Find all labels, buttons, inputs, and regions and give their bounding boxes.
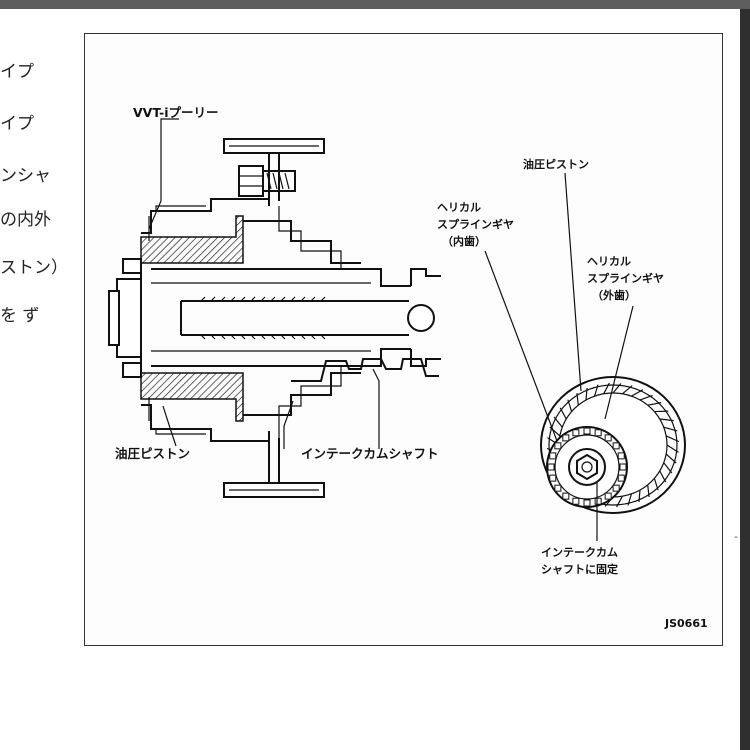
outer-gear-tooth	[593, 384, 599, 397]
outer-gear-tooth	[576, 393, 579, 406]
inner-gear-tooth	[604, 492, 612, 500]
label-helical-outer-2: スプラインギヤ	[587, 271, 664, 285]
outer-gear-tooth	[639, 394, 653, 401]
inner-gear-tooth	[554, 484, 562, 492]
outer-gear-tooth	[647, 402, 662, 406]
left-text-line: イプ	[0, 62, 34, 82]
inner-gear-tooth	[572, 497, 580, 505]
inner-gear-tooth	[549, 452, 557, 460]
label-vvt-pulley: VVT-iプーリー	[133, 105, 219, 120]
label-helical-outer-1: ヘリカル	[587, 255, 631, 268]
outer-gear-tooth	[567, 399, 573, 412]
outer-gear-tooth	[638, 489, 641, 503]
outer-gear-tooth	[653, 478, 659, 491]
outer-gear-tooth	[666, 444, 679, 453]
cross-section-drawing	[108, 118, 441, 498]
left-text-line: イプ	[0, 114, 34, 134]
inner-gear-tooth	[583, 499, 591, 507]
outer-gear-tooth	[559, 407, 567, 420]
outer-gear-tooth	[665, 435, 680, 443]
label-fixed-1: インテークカム	[541, 546, 618, 559]
left-text-line: ンシャ	[0, 166, 51, 186]
outer-gear-tooth	[659, 470, 667, 483]
right-edge-bar	[740, 9, 750, 750]
inner-gear-tooth	[554, 442, 562, 450]
inner-gear-tooth	[594, 429, 602, 437]
outer-gear-tooth	[659, 418, 674, 422]
inner-gear-tooth	[572, 429, 580, 437]
outer-gear-tooth	[663, 462, 673, 474]
inner-gear-tooth	[617, 452, 625, 460]
gear-drawing	[484, 172, 686, 541]
inner-gear-tooth	[612, 484, 620, 492]
left-text-line: を ず	[0, 306, 40, 326]
outer-gear-tooth	[616, 495, 623, 508]
outer-gear-tooth	[553, 416, 563, 428]
inner-gear-tooth	[547, 463, 555, 471]
inner-gear-tooth	[604, 434, 612, 442]
outer-gear-tooth	[549, 426, 561, 437]
left-text-line: ストン）	[0, 258, 68, 278]
outer-gear-tooth	[647, 484, 650, 497]
left-text-line: の内外	[0, 210, 51, 230]
inner-gear-tooth	[594, 497, 602, 505]
outer-gear-tooth	[663, 426, 678, 432]
label-helical-outer-3: （外歯）	[592, 288, 636, 302]
outer-gear-tooth	[603, 382, 610, 395]
outer-gear-tooth	[585, 387, 588, 401]
inner-gear-tooth	[562, 492, 570, 500]
label-oil-piston-left: 油圧ピストン	[115, 446, 190, 461]
top-bar	[0, 0, 750, 9]
right-edge-mark: ‐	[734, 530, 738, 543]
label-helical-inner-1: ヘリカル	[437, 201, 481, 214]
inner-gear-tooth	[562, 434, 570, 442]
inner-gear-tooth	[617, 474, 625, 482]
outer-gear-tooth	[621, 385, 633, 395]
figure-code: JS0661	[664, 617, 708, 630]
vvt-diagram: VVT-iプーリー 油圧ピストン インテークカムシャフト 油圧ピストン ヘリカル…	[108, 105, 708, 630]
inner-gear-tooth	[549, 474, 557, 482]
figure-frame: VVT-iプーリー 油圧ピストン インテークカムシャフト 油圧ピストン ヘリカル…	[84, 33, 723, 646]
label-intake-camshaft: インテークカムシャフト	[301, 446, 439, 461]
outer-gear-tooth	[612, 383, 622, 394]
label-fixed-2: シャフトに固定	[541, 562, 618, 576]
inner-gear-tooth	[583, 427, 591, 435]
outer-gear-tooth	[631, 389, 644, 397]
outer-gear-tooth	[665, 453, 677, 464]
outer-gear-tooth	[627, 493, 633, 506]
label-helical-inner-2: スプラインギヤ	[437, 217, 514, 231]
label-helical-inner-3: （内歯）	[442, 234, 486, 248]
inner-gear-tooth	[612, 442, 620, 450]
inner-gear-tooth	[619, 463, 627, 471]
label-oil-piston-right: 油圧ピストン	[523, 157, 589, 171]
